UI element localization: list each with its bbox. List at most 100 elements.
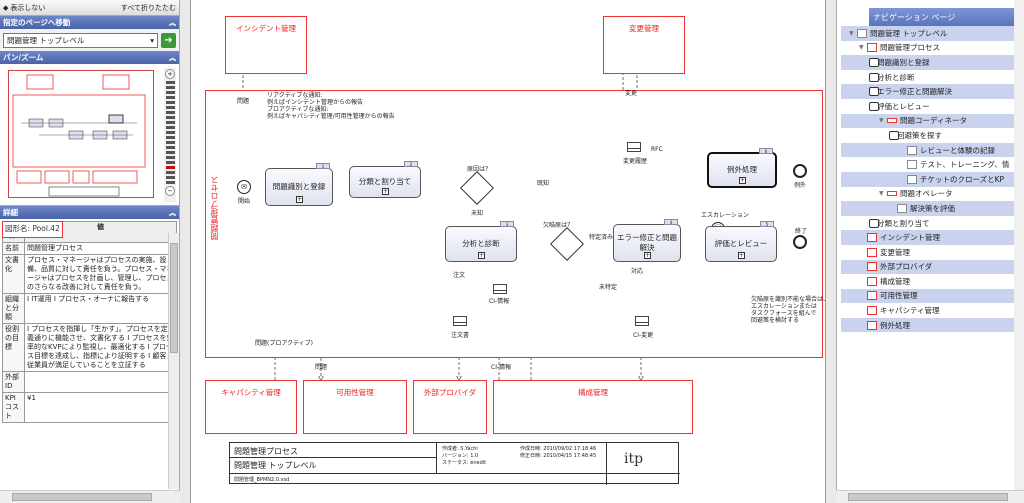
zoom-tick[interactable] [165, 126, 175, 129]
zoom-current-tick[interactable] [165, 166, 175, 169]
nav-tree-label: チケットのクローズとKP [920, 174, 1005, 184]
splitter-left[interactable] [180, 0, 190, 503]
process-pool[interactable] [205, 90, 823, 358]
nav-tree-item[interactable]: 可用性管理 [841, 288, 1024, 304]
zoom-out-icon[interactable]: − [165, 186, 175, 196]
zoom-tick[interactable] [165, 116, 175, 119]
divider [230, 457, 436, 458]
nav-tree-item[interactable]: インシデント管理 [841, 230, 1024, 245]
ext-availability-management[interactable]: 可用性管理 [303, 380, 407, 434]
nav-tree-item[interactable]: 問題識別と登録 [841, 55, 1024, 70]
zoom-tick[interactable] [165, 141, 175, 144]
task-number: 2 [404, 161, 418, 167]
nav-tree-item[interactable]: ▼問題オペレータ [841, 187, 1024, 202]
exception-end-event[interactable] [793, 164, 807, 178]
zoom-tick[interactable] [165, 146, 175, 149]
zoom-tick[interactable] [165, 151, 175, 154]
task-evaluate-review[interactable]: 評価とレビュー 5 + [705, 221, 777, 262]
task-error-fix-resolve[interactable]: エラー修正と問題解決 4 + [613, 219, 681, 262]
task-analyze-diagnose[interactable]: 分析と診断 3 + [445, 221, 517, 262]
nav-tree-item[interactable]: チケットのクローズとKP [841, 171, 1024, 187]
zoom-tick[interactable] [165, 161, 175, 164]
nav-tree-item[interactable]: 外部プロバイダ [841, 259, 1024, 275]
scroll-thumb[interactable] [12, 493, 152, 501]
zoom-tick[interactable] [165, 156, 175, 159]
flow-label: 変更履歴 [623, 158, 648, 165]
nav-tree-item[interactable]: ▼問題管理プロセス [841, 41, 1024, 56]
event-label: 終了 [795, 228, 808, 235]
pool-icon [867, 43, 877, 53]
nav-tree-item[interactable]: 分類と割り当て [841, 216, 1024, 231]
ext-incident-management[interactable]: インシデント管理 [225, 16, 307, 74]
zoom-tick[interactable] [165, 176, 175, 179]
page-select[interactable]: 問題管理 トップレベル▾ [3, 32, 158, 48]
task-classify-assign[interactable]: 分類と割り当て 2 + [349, 161, 421, 198]
detail-section-header[interactable]: 詳細︽ [0, 206, 179, 219]
zoom-tick[interactable] [165, 106, 175, 109]
pan-section-header[interactable]: パン/ズーム︽ [0, 51, 179, 64]
nav-tree-item[interactable]: 解決策を評価 [841, 201, 1024, 216]
nav-tree-item[interactable]: ▼問題コーディネータ [841, 113, 1024, 129]
envelope-icon [453, 316, 467, 326]
nav-tree-item[interactable]: キャパシティ管理 [841, 303, 1024, 318]
nav-tree-item[interactable]: ▼評価とレビュー [841, 99, 1024, 114]
zoom-tick[interactable] [165, 111, 175, 114]
nav-tree-item[interactable]: ▶回避策を探す [841, 128, 1024, 143]
meta-value: 2010/09/02 17:18:46 [543, 446, 597, 452]
zoom-tick[interactable] [165, 81, 175, 84]
nav-tree-item[interactable]: レビューと体験の記録 [841, 142, 1024, 158]
diagram-thumbnail[interactable] [8, 70, 154, 198]
arrow-right-icon: ➔ [164, 34, 173, 46]
diagram-canvas[interactable]: インシデント管理 変更管理 問題管理プロセス リアクティブな通知: 例えばインシ… [190, 0, 829, 503]
detail-vertical-scrollbar[interactable] [168, 233, 179, 489]
go-button[interactable]: ➔ [161, 32, 176, 48]
zoom-bar[interactable]: + − [164, 68, 176, 202]
scroll-thumb[interactable] [848, 493, 1008, 501]
zoom-tick[interactable] [165, 101, 175, 104]
nav-tree-item[interactable]: 例外処理 [841, 317, 1024, 333]
nav-tree-item[interactable]: 変更管理 [841, 245, 1024, 260]
thumb-ext [72, 170, 90, 184]
nav-tree-item[interactable]: ▼問題管理 トップレベル [841, 26, 1024, 41]
nav-section-header[interactable]: 指定のページへ移動︽ [0, 16, 179, 29]
task-identify-register[interactable]: 問題識別と登録 1 + [265, 163, 333, 206]
zoom-tick[interactable] [165, 136, 175, 139]
zoom-tick[interactable] [165, 181, 175, 184]
collapse-icon[interactable]: ▼ [879, 190, 884, 198]
collapse-icon[interactable]: ▼ [849, 29, 854, 37]
zoom-tick[interactable] [165, 86, 175, 89]
zoom-tick[interactable] [165, 171, 175, 174]
nav-tree-item[interactable]: 構成管理 [841, 274, 1024, 289]
splitter-right[interactable] [826, 0, 836, 503]
left-horizontal-scrollbar[interactable] [0, 490, 180, 503]
pan-zoom-area[interactable]: + − [0, 64, 179, 206]
nav-vertical-scrollbar[interactable] [1014, 0, 1024, 490]
end-event[interactable] [793, 235, 807, 249]
ext-change-management[interactable]: 変更管理 [603, 16, 685, 74]
start-event[interactable]: ✉ [237, 180, 251, 194]
ext-capacity-management[interactable]: キャパシティ管理 [205, 380, 297, 434]
chevron-down-icon: ▾ [150, 35, 154, 45]
zoom-tick[interactable] [165, 131, 175, 134]
hide-button[interactable]: ◆表示しない [3, 3, 45, 13]
ext-label: 変更管理 [629, 24, 659, 33]
collapse-icon[interactable]: ▼ [879, 117, 884, 125]
task-exception-handling[interactable]: 例外処理 6 + [707, 148, 777, 188]
nav-tree-item[interactable]: 分析と診断 [841, 70, 1024, 85]
zoom-in-icon[interactable]: + [165, 69, 175, 79]
scroll-thumb[interactable] [170, 243, 178, 353]
zoom-tick[interactable] [165, 91, 175, 94]
collapse-icon[interactable]: ▼ [859, 44, 864, 52]
nav-tree-item[interactable]: エラー修正と問題解決 [841, 84, 1024, 99]
subprocess-plus-icon: + [382, 188, 389, 195]
flow-label: 注文 [453, 272, 466, 279]
nav-tree-label: 可用性管理 [880, 291, 918, 301]
nav-tree-label: 回避策を探す [897, 130, 942, 140]
nav-horizontal-scrollbar[interactable] [836, 490, 1024, 503]
nav-tree-item[interactable]: テスト、トレーニング、情 [841, 157, 1024, 172]
collapse-all-button[interactable]: すべて折りたたむ [120, 3, 176, 12]
zoom-tick[interactable] [165, 121, 175, 124]
ext-configuration-management[interactable]: 構成管理 [493, 380, 693, 434]
zoom-tick[interactable] [165, 96, 175, 99]
ext-external-provider[interactable]: 外部プロバイダ [413, 380, 487, 434]
